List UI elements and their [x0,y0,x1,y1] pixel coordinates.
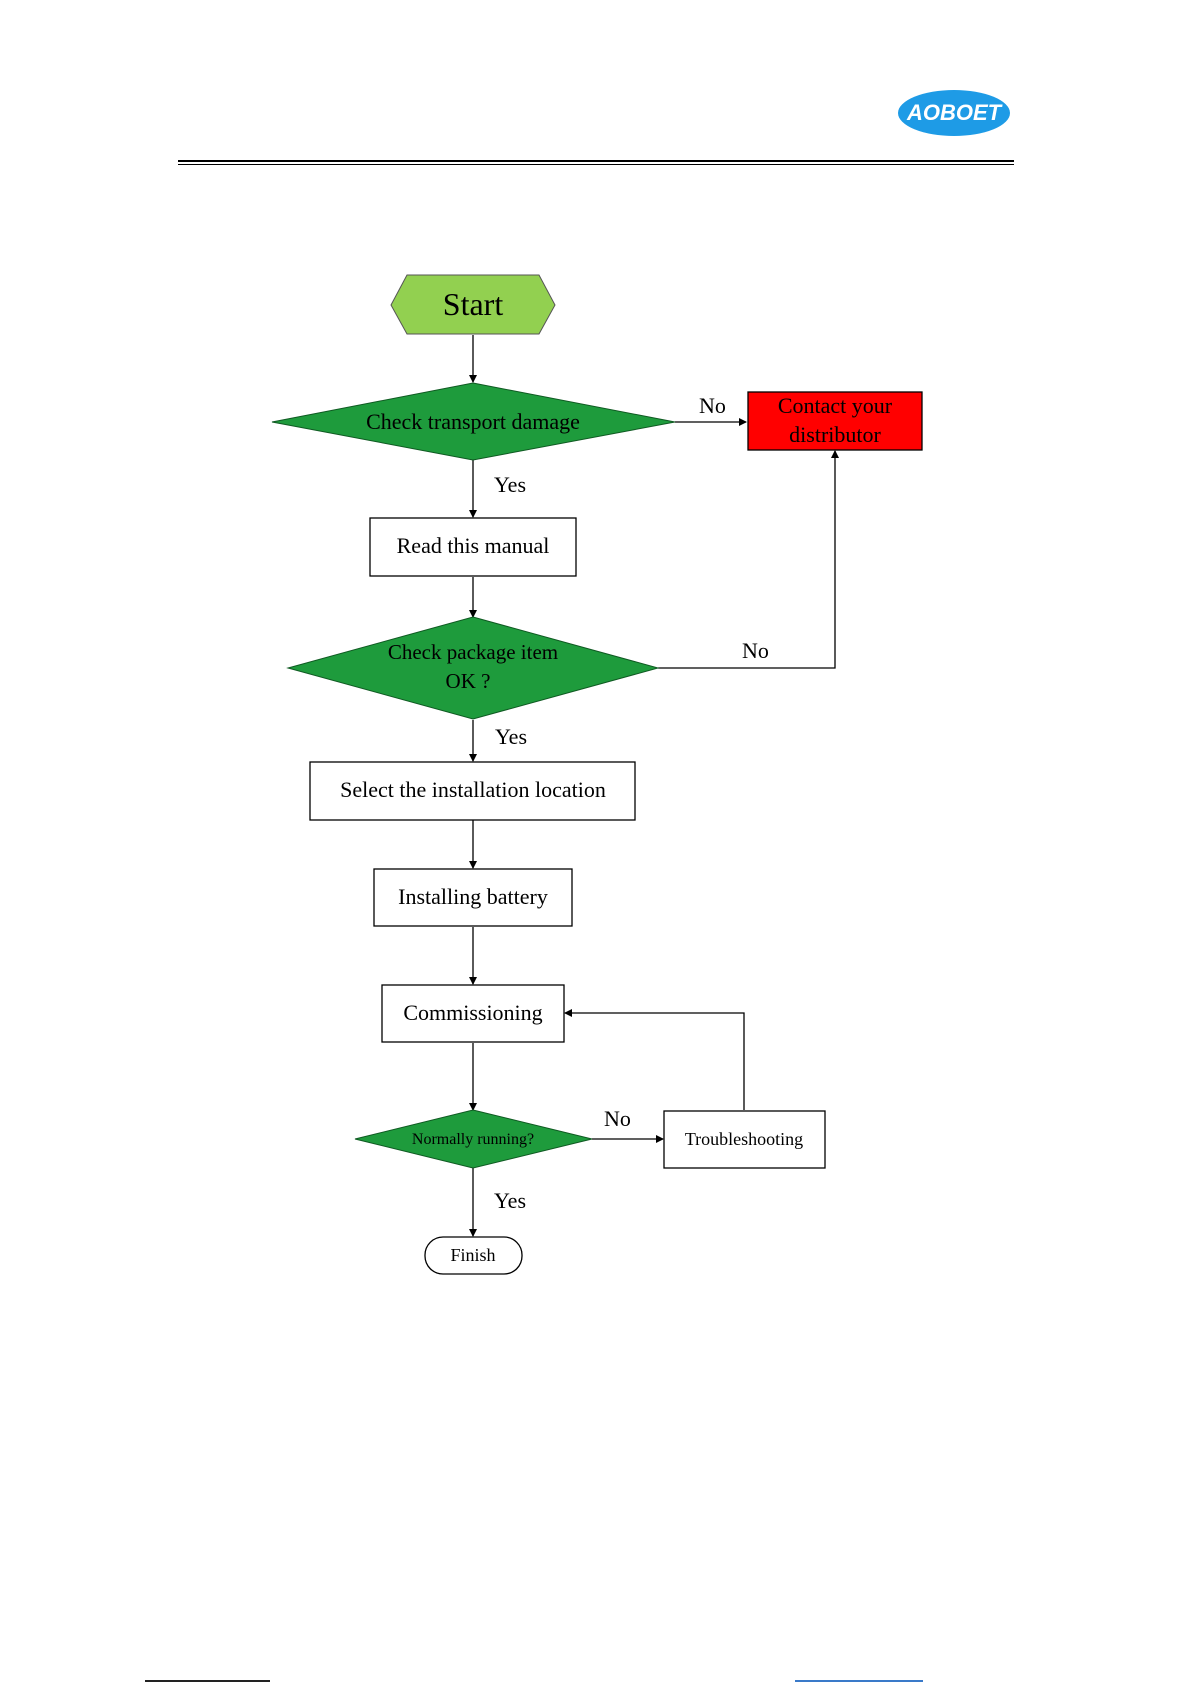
edge-label-no-transport: No [699,393,726,418]
install-battery-label: Installing battery [398,884,548,909]
edge-label-yes-package: Yes [495,724,527,749]
contact-line2: distributor [789,422,881,447]
normally-running-label: Normally running? [412,1131,534,1148]
arrow-package-no [658,451,835,668]
footer-rule-left [145,1680,270,1682]
edge-label-no-running: No [604,1106,631,1131]
start-label: Start [443,286,504,322]
read-manual-label: Read this manual [397,533,550,558]
troubleshooting-label: Troubleshooting [685,1129,803,1149]
arrow-troubleshooting-loop [565,1013,744,1110]
check-package-line1: Check package item [388,640,558,664]
commissioning-label: Commissioning [403,1000,542,1025]
edge-label-yes-transport: Yes [494,472,526,497]
contact-line1: Contact your [778,393,893,418]
edge-label-yes-running: Yes [494,1188,526,1213]
check-transport-label: Check transport damage [366,409,580,434]
footer-rule-right [795,1680,923,1682]
select-location-label: Select the installation location [340,777,606,802]
edge-label-no-package: No [742,638,769,663]
finish-label: Finish [450,1245,495,1265]
decision-check-package [288,617,658,719]
check-package-line2: OK ? [446,669,491,693]
